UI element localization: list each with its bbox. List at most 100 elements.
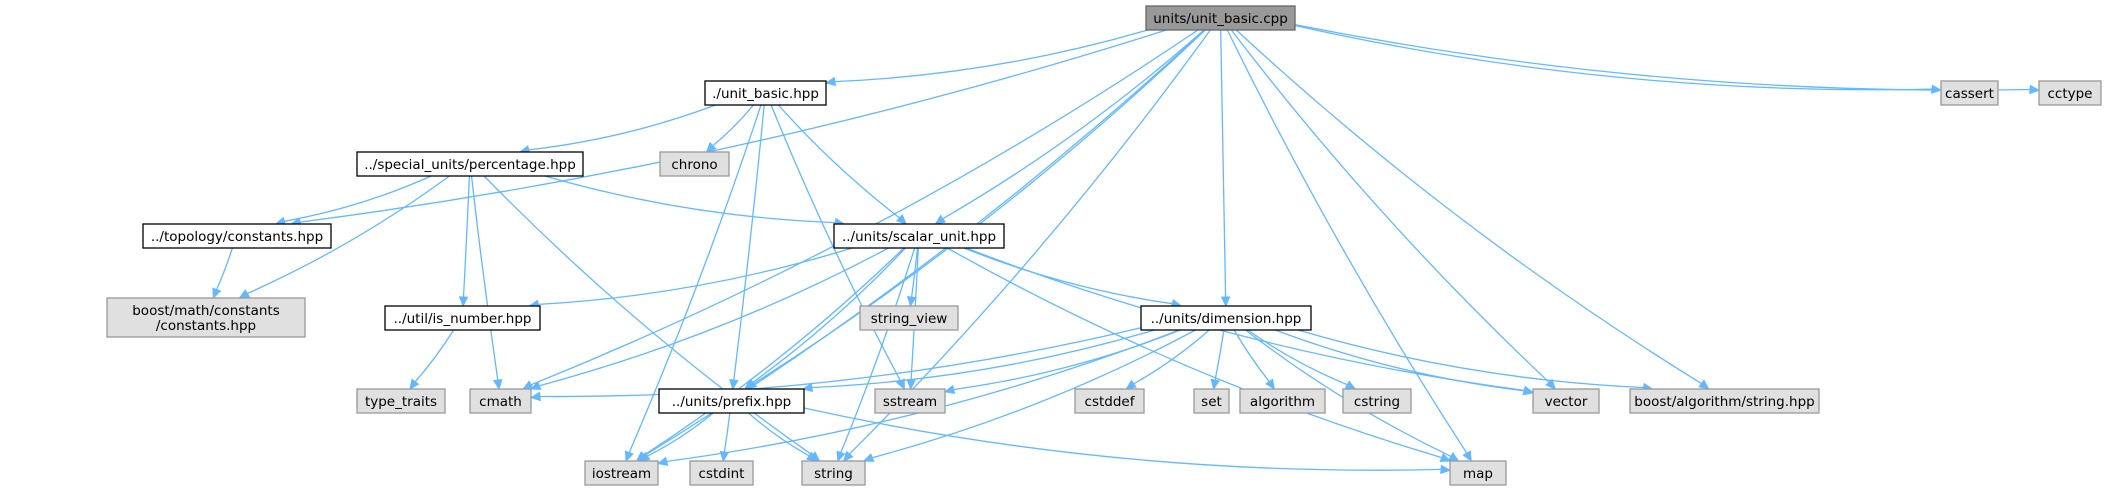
edge-scalar_unit_hpp-to-string_view xyxy=(906,247,919,308)
node-layer: units/unit_basic.cpp ./unit_basic.hpp cass… xyxy=(106,5,2102,486)
node-iostream[interactable]: iostream xyxy=(584,460,659,486)
node-type-traits[interactable]: type_traits xyxy=(356,388,446,414)
node-label: sstream xyxy=(883,394,937,410)
arrowhead-icon xyxy=(1125,379,1137,390)
arrowhead-icon xyxy=(624,450,634,463)
arrowhead-icon xyxy=(529,391,541,402)
node-box xyxy=(659,151,730,177)
node-label: iostream xyxy=(592,466,651,482)
node-label: ./unit_basic.hpp xyxy=(712,86,819,102)
edge-dimension_hpp-to-cmath xyxy=(529,327,1142,402)
node-box xyxy=(1940,80,1999,106)
arrowhead-icon xyxy=(1344,380,1357,390)
node-vector[interactable]: vector xyxy=(1532,388,1600,414)
edge-unit_basic_cpp-to-cassert xyxy=(1294,24,1943,94)
node-box xyxy=(1629,388,1820,414)
arrowhead-icon xyxy=(458,296,469,308)
edge-line xyxy=(284,175,432,222)
node-chrono[interactable]: chrono xyxy=(659,151,730,177)
node-string[interactable]: string xyxy=(801,460,866,486)
node-map[interactable]: map xyxy=(1449,460,1507,486)
node-sstream[interactable]: sstream xyxy=(874,388,946,414)
edge-unit_basic_cpp-to-unit_basic_hpp xyxy=(824,29,1148,87)
arrowhead-icon xyxy=(1698,379,1710,390)
edge-scalar_unit_hpp-to-string xyxy=(836,247,916,463)
edge-line xyxy=(470,175,499,381)
node-label: cmath xyxy=(479,394,522,410)
node-box xyxy=(658,388,805,414)
node-box xyxy=(704,80,827,106)
edge-line xyxy=(1226,29,1468,454)
edge-scalar_unit_hpp-to-dimension_hpp xyxy=(963,247,1183,309)
node-label: chrono xyxy=(671,157,717,173)
edge-unit_basic_cpp-to-dimension_hpp xyxy=(1220,29,1231,308)
arrowhead-icon xyxy=(1447,451,1460,462)
edge-scalar_unit_hpp-to-map xyxy=(946,247,1452,462)
edge-line xyxy=(1233,329,1270,383)
edge-line xyxy=(528,104,716,151)
edge-line xyxy=(712,104,755,147)
node-scalar-unit-hpp[interactable]: ../units/scalar_unit.hpp xyxy=(833,223,1005,249)
node-box xyxy=(1145,5,1296,31)
edge-scalar_unit_hpp-to-prefix_hpp xyxy=(744,247,906,390)
edge-line xyxy=(299,29,1167,223)
node-box xyxy=(1239,388,1326,414)
node-label: boost/math/constants xyxy=(132,303,280,319)
node-cmath[interactable]: cmath xyxy=(469,388,532,414)
arrowhead-icon xyxy=(1462,450,1472,463)
node-prefix-hpp[interactable]: ../units/prefix.hpp xyxy=(658,388,805,414)
node-cstddef[interactable]: cstddef xyxy=(1074,388,1145,414)
node-topology-constants-hpp[interactable]: ../topology/constants.hpp xyxy=(142,223,332,249)
node-is-number-hpp[interactable]: ../util/is_number.hpp xyxy=(384,305,541,331)
node-label: string_view xyxy=(871,311,948,327)
arrowhead-icon xyxy=(656,456,669,466)
node-unit-basic-hpp[interactable]: ./unit_basic.hpp xyxy=(704,80,827,106)
node-label: map xyxy=(1463,466,1493,482)
edge-line xyxy=(1133,329,1210,385)
node-string-view[interactable]: string_view xyxy=(859,305,959,331)
edge-line xyxy=(748,412,810,457)
arrowhead-icon xyxy=(824,76,837,87)
edge-line xyxy=(963,247,1173,305)
node-percentage-hpp[interactable]: ../special_units/percentage.hpp xyxy=(356,151,584,177)
edge-dimension_hpp-to-string xyxy=(862,329,1196,462)
edge-line xyxy=(803,407,1442,471)
node-box xyxy=(356,388,446,414)
edge-line xyxy=(538,247,853,306)
node-unit-basic-cpp[interactable]: units/unit_basic.cpp xyxy=(1145,5,1296,31)
edge-prefix_hpp-to-cstdint xyxy=(719,412,731,463)
node-label: ../topology/constants.hpp xyxy=(151,229,323,245)
node-cassert[interactable]: cassert xyxy=(1940,80,1999,106)
node-cstring[interactable]: cstring xyxy=(1342,388,1412,414)
node-box xyxy=(689,460,754,486)
node-boost-math-constants[interactable]: boost/math/constants/constants.hpp xyxy=(106,297,306,338)
node-algorithm[interactable]: algorithm xyxy=(1239,388,1326,414)
node-boost-algorithm-string[interactable]: boost/algorithm/string.hpp xyxy=(1629,388,1820,414)
node-dimension-hpp[interactable]: ../units/dimension.hpp xyxy=(1140,305,1312,331)
node-box xyxy=(801,460,866,486)
node-box xyxy=(2038,80,2102,106)
edge-line xyxy=(1297,329,1644,389)
arrowhead-icon xyxy=(2029,84,2041,95)
node-cstdint[interactable]: cstdint xyxy=(689,460,754,486)
arrowhead-icon xyxy=(1522,386,1535,396)
node-cctype[interactable]: cctype xyxy=(2038,80,2102,106)
arrowhead-icon xyxy=(1265,378,1275,391)
node-box xyxy=(1342,388,1412,414)
edge-line xyxy=(247,175,450,295)
edge-unit_basic_cpp-to-boost_algorithm_string xyxy=(1235,29,1710,390)
node-label: ../units/scalar_unit.hpp xyxy=(842,229,996,245)
arrowhead-icon xyxy=(729,379,739,391)
edge-line xyxy=(777,104,900,219)
node-label: ../special_units/percentage.hpp xyxy=(364,157,576,173)
edge-scalar_unit_hpp-to-iostream xyxy=(635,247,905,462)
node-set[interactable]: set xyxy=(1193,388,1230,414)
arrowhead-icon xyxy=(943,384,956,395)
arrowhead-icon xyxy=(862,453,875,462)
edge-line xyxy=(1274,329,1525,392)
node-label: type_traits xyxy=(365,394,437,410)
edge-unit_basic_hpp-to-chrono xyxy=(705,104,755,153)
edge-line xyxy=(1247,329,1348,386)
edge-unit_basic_hpp-to-percentage_hpp xyxy=(518,104,716,155)
